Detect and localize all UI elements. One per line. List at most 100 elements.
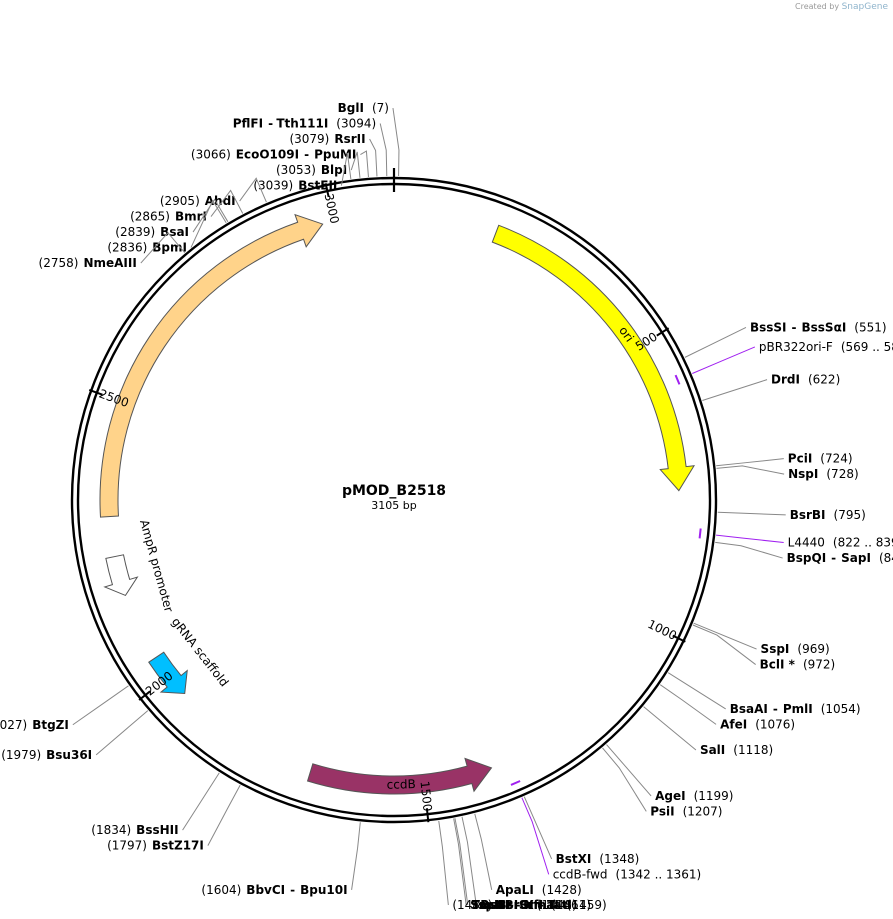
site-sspi-leader [693, 622, 757, 650]
site-bgli-label: BglI (7) [338, 101, 389, 115]
feature-ampr-promoter-arrow [103, 554, 139, 597]
plasmid-size: 3105 bp [371, 499, 416, 512]
site-enzyme-name: SalI [700, 743, 725, 757]
site-coordinate: (1118) [733, 743, 773, 757]
site-pcii-leader [716, 458, 784, 467]
site-enzyme-name: BbvCI [246, 883, 285, 897]
site-nspi-label: NspI (728) [788, 467, 859, 481]
tick-label-1000: 1000 [645, 617, 679, 643]
site-enzyme-name: PsiI [650, 804, 674, 818]
site-enzyme-name: SrfI [519, 898, 543, 912]
site-coordinate: (1979) [1, 748, 41, 762]
site-separator: - [831, 551, 836, 565]
site-bpmi-leader [190, 199, 227, 248]
site-bsrbi-leader [717, 511, 786, 516]
feature-grna-scaffold-arrow [148, 651, 188, 694]
site-agei-label: AgeI (1199) [655, 789, 733, 803]
site-ecoo109i-leader [360, 150, 369, 178]
site-separator: - [539, 898, 544, 912]
site-coordinate: (2027) [0, 718, 27, 732]
site-bsu36i-leader [95, 710, 149, 756]
site-enzyme-name: ApaLI [496, 883, 534, 897]
site-bsai-label: (2839) BsaI [115, 225, 189, 239]
site-coordinate: (1076) [755, 717, 795, 731]
site-bmri-label: (2865) BmrI [130, 210, 207, 224]
site-coordinate: (795) [834, 508, 866, 522]
tick-label-1500: 1500 [418, 780, 435, 812]
site-enzyme-name: SspI [761, 642, 790, 656]
site-bsssi-label: BssSI-BssSαI(551) [750, 320, 887, 334]
site-enzyme-name: AfeI [720, 717, 747, 731]
tick-mark-1000 [672, 634, 686, 643]
site-agei-leader [606, 744, 652, 797]
site-enzyme-name: BglI [338, 101, 364, 115]
site-coordinate: (2865) [130, 210, 170, 224]
site-bsai-leader [192, 198, 229, 233]
site-enzyme-name: BsaI [160, 225, 189, 239]
site-pbr322ori-f-bind-mark [674, 374, 681, 385]
site-enzyme-name: AgeI [655, 789, 685, 803]
site-bgli-leader [392, 107, 400, 177]
site-afei-label: AfeI (1076) [720, 717, 795, 731]
site-enzyme-name: RsrII [334, 132, 365, 146]
tick-mark-1500 [425, 808, 430, 823]
site-separator: - [290, 883, 295, 897]
site-enzyme-name: SapI [841, 551, 871, 565]
site-coordinate: (1797) [107, 839, 147, 853]
site-smai-label: SmaI-SrfI(1461) [470, 898, 591, 912]
site-coordinate: (2839) [115, 225, 155, 239]
site-coordinate: (822 .. 839) [833, 536, 893, 550]
site-bsteii-label: (3039)BstEII [253, 179, 337, 193]
site-enzyme-name: BpmI [152, 241, 187, 255]
site-enzyme-name: Tth111I [276, 117, 328, 131]
site-bstz17i-leader [207, 784, 241, 846]
site-btgzi-leader [72, 685, 129, 726]
site-separator: - [268, 117, 273, 131]
site-enzyme-name: BmrI [175, 210, 207, 224]
site-coordinate: (972) [803, 658, 835, 672]
site-separator: - [509, 898, 514, 912]
credit-text: Created by [795, 2, 840, 11]
site-separator: - [515, 898, 520, 912]
site-sspi-label: SspI(969) [761, 642, 830, 656]
site-coordinate: (551) [854, 320, 886, 334]
site-coordinate: (1199) [694, 789, 734, 803]
site-ahdi-label: (2905) AhdI [160, 194, 236, 208]
site-btgzi-label: (2027)BtgZI [0, 718, 69, 732]
site-coordinate: (2758) [39, 256, 79, 270]
site-enzyme-name: TatI [547, 898, 572, 912]
site-coordinate: (3039) [253, 179, 293, 193]
site-drdi-leader [702, 379, 768, 401]
site-coordinate: (728) [826, 467, 858, 481]
site-enzyme-name: PflFI [233, 117, 263, 131]
site-bspqi-leader [715, 541, 783, 559]
site-enzyme-name: NspI [788, 467, 818, 481]
site-rsrii-leader [369, 138, 378, 177]
site-coordinate: (1604) [201, 883, 241, 897]
site-nmeaiii-leader [140, 232, 186, 264]
snapgene-credit: Created by SnapGene [795, 2, 888, 12]
site-coordinate: (1484) [452, 898, 492, 912]
site-enzyme-name: AhdI [205, 194, 236, 208]
site-coordinate: (1428) [542, 883, 582, 897]
site-bsaai-label: BsaAI-PmlI(1054) [730, 702, 861, 716]
site-pflfi-label: PflFI-Tth111I(3094) [233, 117, 376, 131]
site-enzyme-name: BlpI [321, 163, 347, 177]
site-coordinate: (2836) [107, 241, 147, 255]
site-enzyme-name: BsaBI * [480, 898, 529, 912]
site-pcii-label: PciI(724) [788, 452, 853, 466]
site-enzyme-name: BsrGI [497, 898, 534, 912]
site-bsteii-leader [340, 153, 352, 186]
site-coordinate: (1054) [821, 702, 861, 716]
site-coordinate: (1207) [683, 804, 723, 818]
site-sali-label: SalI (1118) [700, 743, 773, 757]
site-pbr322ori-f-label: pBR322ori-F(569 .. 588) [759, 340, 893, 354]
site-coordinate: (2905) [160, 194, 200, 208]
site-coordinate: (7) [372, 101, 389, 115]
site-coordinate: (1834) [91, 823, 131, 837]
site-bsabi-label: BsaBI *(1448) [480, 898, 576, 912]
site-enzyme-name: PmlI [783, 702, 813, 716]
site-nspi-leader [716, 465, 785, 475]
site-bspqi-label: BspQI-SapI(841) [787, 551, 893, 565]
site-coordinate: (3066) [191, 148, 231, 162]
